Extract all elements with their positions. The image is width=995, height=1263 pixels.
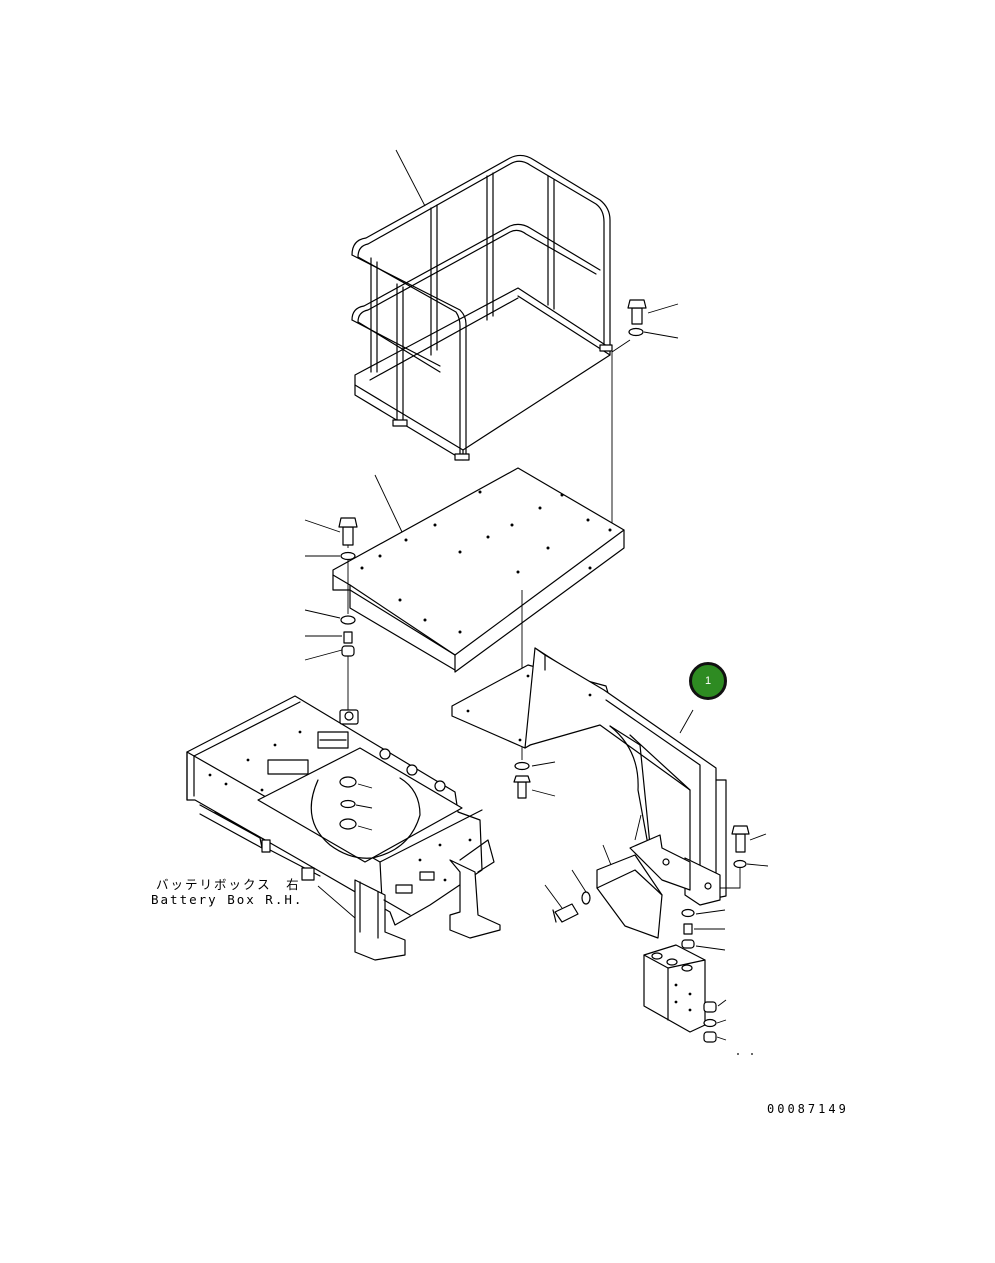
floor-plate <box>332 467 625 673</box>
left-hardware-stack <box>304 517 358 712</box>
battery-box-label-leader <box>317 885 356 919</box>
step-bracket-assembly <box>451 647 727 906</box>
handrail-assembly <box>351 149 613 461</box>
right-bolt-washer <box>720 825 769 889</box>
center-bolt-washer <box>513 761 556 799</box>
battery-box <box>186 695 501 961</box>
battery-box-label-en: Battery Box R.H. <box>151 892 304 907</box>
bolt-washer-upper-right <box>611 299 679 353</box>
cover-plate-with-bolt <box>544 844 663 939</box>
drawing-number: 00087149 <box>767 1102 849 1116</box>
battery-box-label-jp: バッテリボックス 右 <box>156 877 301 892</box>
lower-right-hardware <box>643 908 753 1055</box>
part-callout-1[interactable]: 1 <box>689 662 727 700</box>
